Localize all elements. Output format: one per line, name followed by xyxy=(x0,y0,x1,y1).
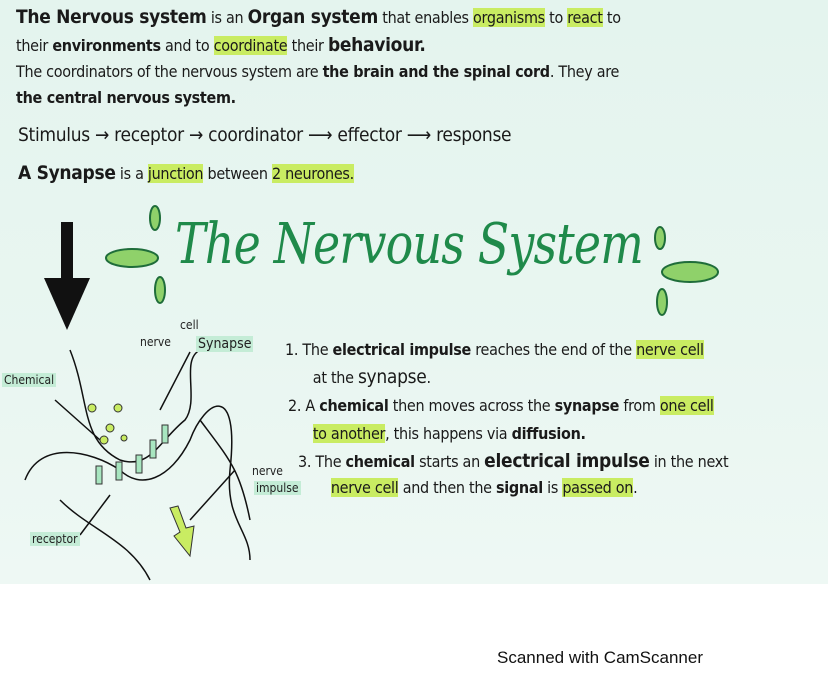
text-segment: chemical xyxy=(345,452,416,471)
label-nerve-impulse-1: nerve xyxy=(252,464,283,478)
label-nerve: nerve xyxy=(140,335,171,349)
text-segment: . xyxy=(426,368,431,387)
decorations xyxy=(24,205,719,581)
text-segment: is an xyxy=(206,8,248,27)
intro-line: The coordinators of the nervous system a… xyxy=(16,62,619,81)
text-segment: . They are xyxy=(549,62,620,81)
text-segment: electrical impulse xyxy=(484,450,650,472)
text-segment: starts an xyxy=(414,452,485,471)
label-nerve-impulse-2: impulse xyxy=(254,481,301,495)
text-segment: diffusion. xyxy=(511,424,586,443)
text-segment: electrical impulse xyxy=(332,340,472,359)
text-segment: is a xyxy=(115,164,148,183)
text-segment: react xyxy=(567,8,603,27)
text-segment: environments xyxy=(52,36,161,55)
text-segment: to xyxy=(544,8,568,27)
label-cell: cell xyxy=(180,318,199,332)
vesicles xyxy=(87,403,128,445)
text-segment: their xyxy=(287,36,328,55)
intro-line: their environments and to coordinate the… xyxy=(16,34,426,56)
text-segment: passed on xyxy=(562,478,634,497)
text-segment: and to xyxy=(160,36,214,55)
label-receptor: receptor xyxy=(30,532,80,546)
text-segment: signal xyxy=(495,478,543,497)
text-segment: 2 neurones. xyxy=(271,164,354,183)
text-segment: synapse xyxy=(357,366,427,388)
text-segment: from xyxy=(619,396,660,415)
intro-line: the central nervous system. xyxy=(16,88,236,107)
text-segment: Stimulus → receptor → coordinator ⟶ effe… xyxy=(18,124,512,146)
text-segment: their xyxy=(16,36,53,55)
text-segment: in the next xyxy=(649,452,729,471)
text-segment: The coordinators of the nervous system a… xyxy=(16,62,323,81)
text-segment: and then the xyxy=(398,478,496,497)
points-line: 2. A chemical then moves across the syna… xyxy=(288,396,714,415)
text-segment xyxy=(318,478,331,497)
text-segment: coordinate xyxy=(213,36,288,55)
text-segment: 1. The xyxy=(285,340,333,359)
leaf-icon xyxy=(105,205,719,316)
label-synapse: Synapse xyxy=(196,336,254,352)
points-line: at the synapse. xyxy=(300,366,431,388)
text-segment: nerve cell xyxy=(636,340,704,359)
text-segment: junction xyxy=(147,164,204,183)
text-segment: behaviour. xyxy=(327,34,426,56)
text-segment: that enables xyxy=(377,8,474,27)
text-segment: reaches the end of the xyxy=(470,340,637,359)
text-segment: chemical xyxy=(319,396,389,415)
text-segment: 2. A xyxy=(288,396,320,415)
scanner-watermark: Scanned with CamScanner xyxy=(497,648,704,667)
label-chemical: Chemical xyxy=(2,373,57,387)
points-line: 1. The electrical impulse reaches the en… xyxy=(285,340,704,359)
text-segment: synapse xyxy=(554,396,620,415)
text-segment: to another xyxy=(312,424,386,443)
page-title: The Nervous System xyxy=(175,212,644,277)
text-segment: organisms xyxy=(473,8,545,27)
text-segment: at the xyxy=(300,368,358,387)
points-line: to another, this happens via diffusion. xyxy=(300,424,586,443)
text-segment: the central nervous system. xyxy=(16,88,236,107)
text-segment: The Nervous system xyxy=(16,6,207,28)
receptors xyxy=(95,424,169,485)
intro-line: The Nervous system is an Organ system th… xyxy=(16,6,621,28)
text-segment: the brain and the spinal cord xyxy=(322,62,551,81)
text-segment: 3. The xyxy=(298,452,346,471)
text-segment: A Synapse xyxy=(18,162,116,184)
intro-line: Stimulus → receptor → coordinator ⟶ effe… xyxy=(18,124,512,146)
text-segment: to xyxy=(602,8,621,27)
text-segment xyxy=(300,424,313,443)
text-segment: Organ system xyxy=(247,6,379,28)
text-segment: nerve cell xyxy=(330,478,399,497)
impulse-arrow-icon xyxy=(169,505,195,558)
text-segment: , this happens via xyxy=(385,424,512,443)
points-line: nerve cell and then the signal is passed… xyxy=(318,478,638,497)
text-segment: between xyxy=(203,164,272,183)
points-line: 3. The chemical starts an electrical imp… xyxy=(298,450,729,472)
text-segment: . xyxy=(633,478,638,497)
text-segment: then moves across the xyxy=(388,396,555,415)
intro-line: A Synapse is a junction between 2 neuron… xyxy=(18,162,354,184)
text-segment: is xyxy=(542,478,563,497)
synapse-diagram xyxy=(24,349,251,581)
scanned-notes-page: The Nervous system is an Organ system th… xyxy=(0,0,828,584)
down-arrow-icon xyxy=(44,222,90,330)
text-segment: one cell xyxy=(659,396,714,415)
